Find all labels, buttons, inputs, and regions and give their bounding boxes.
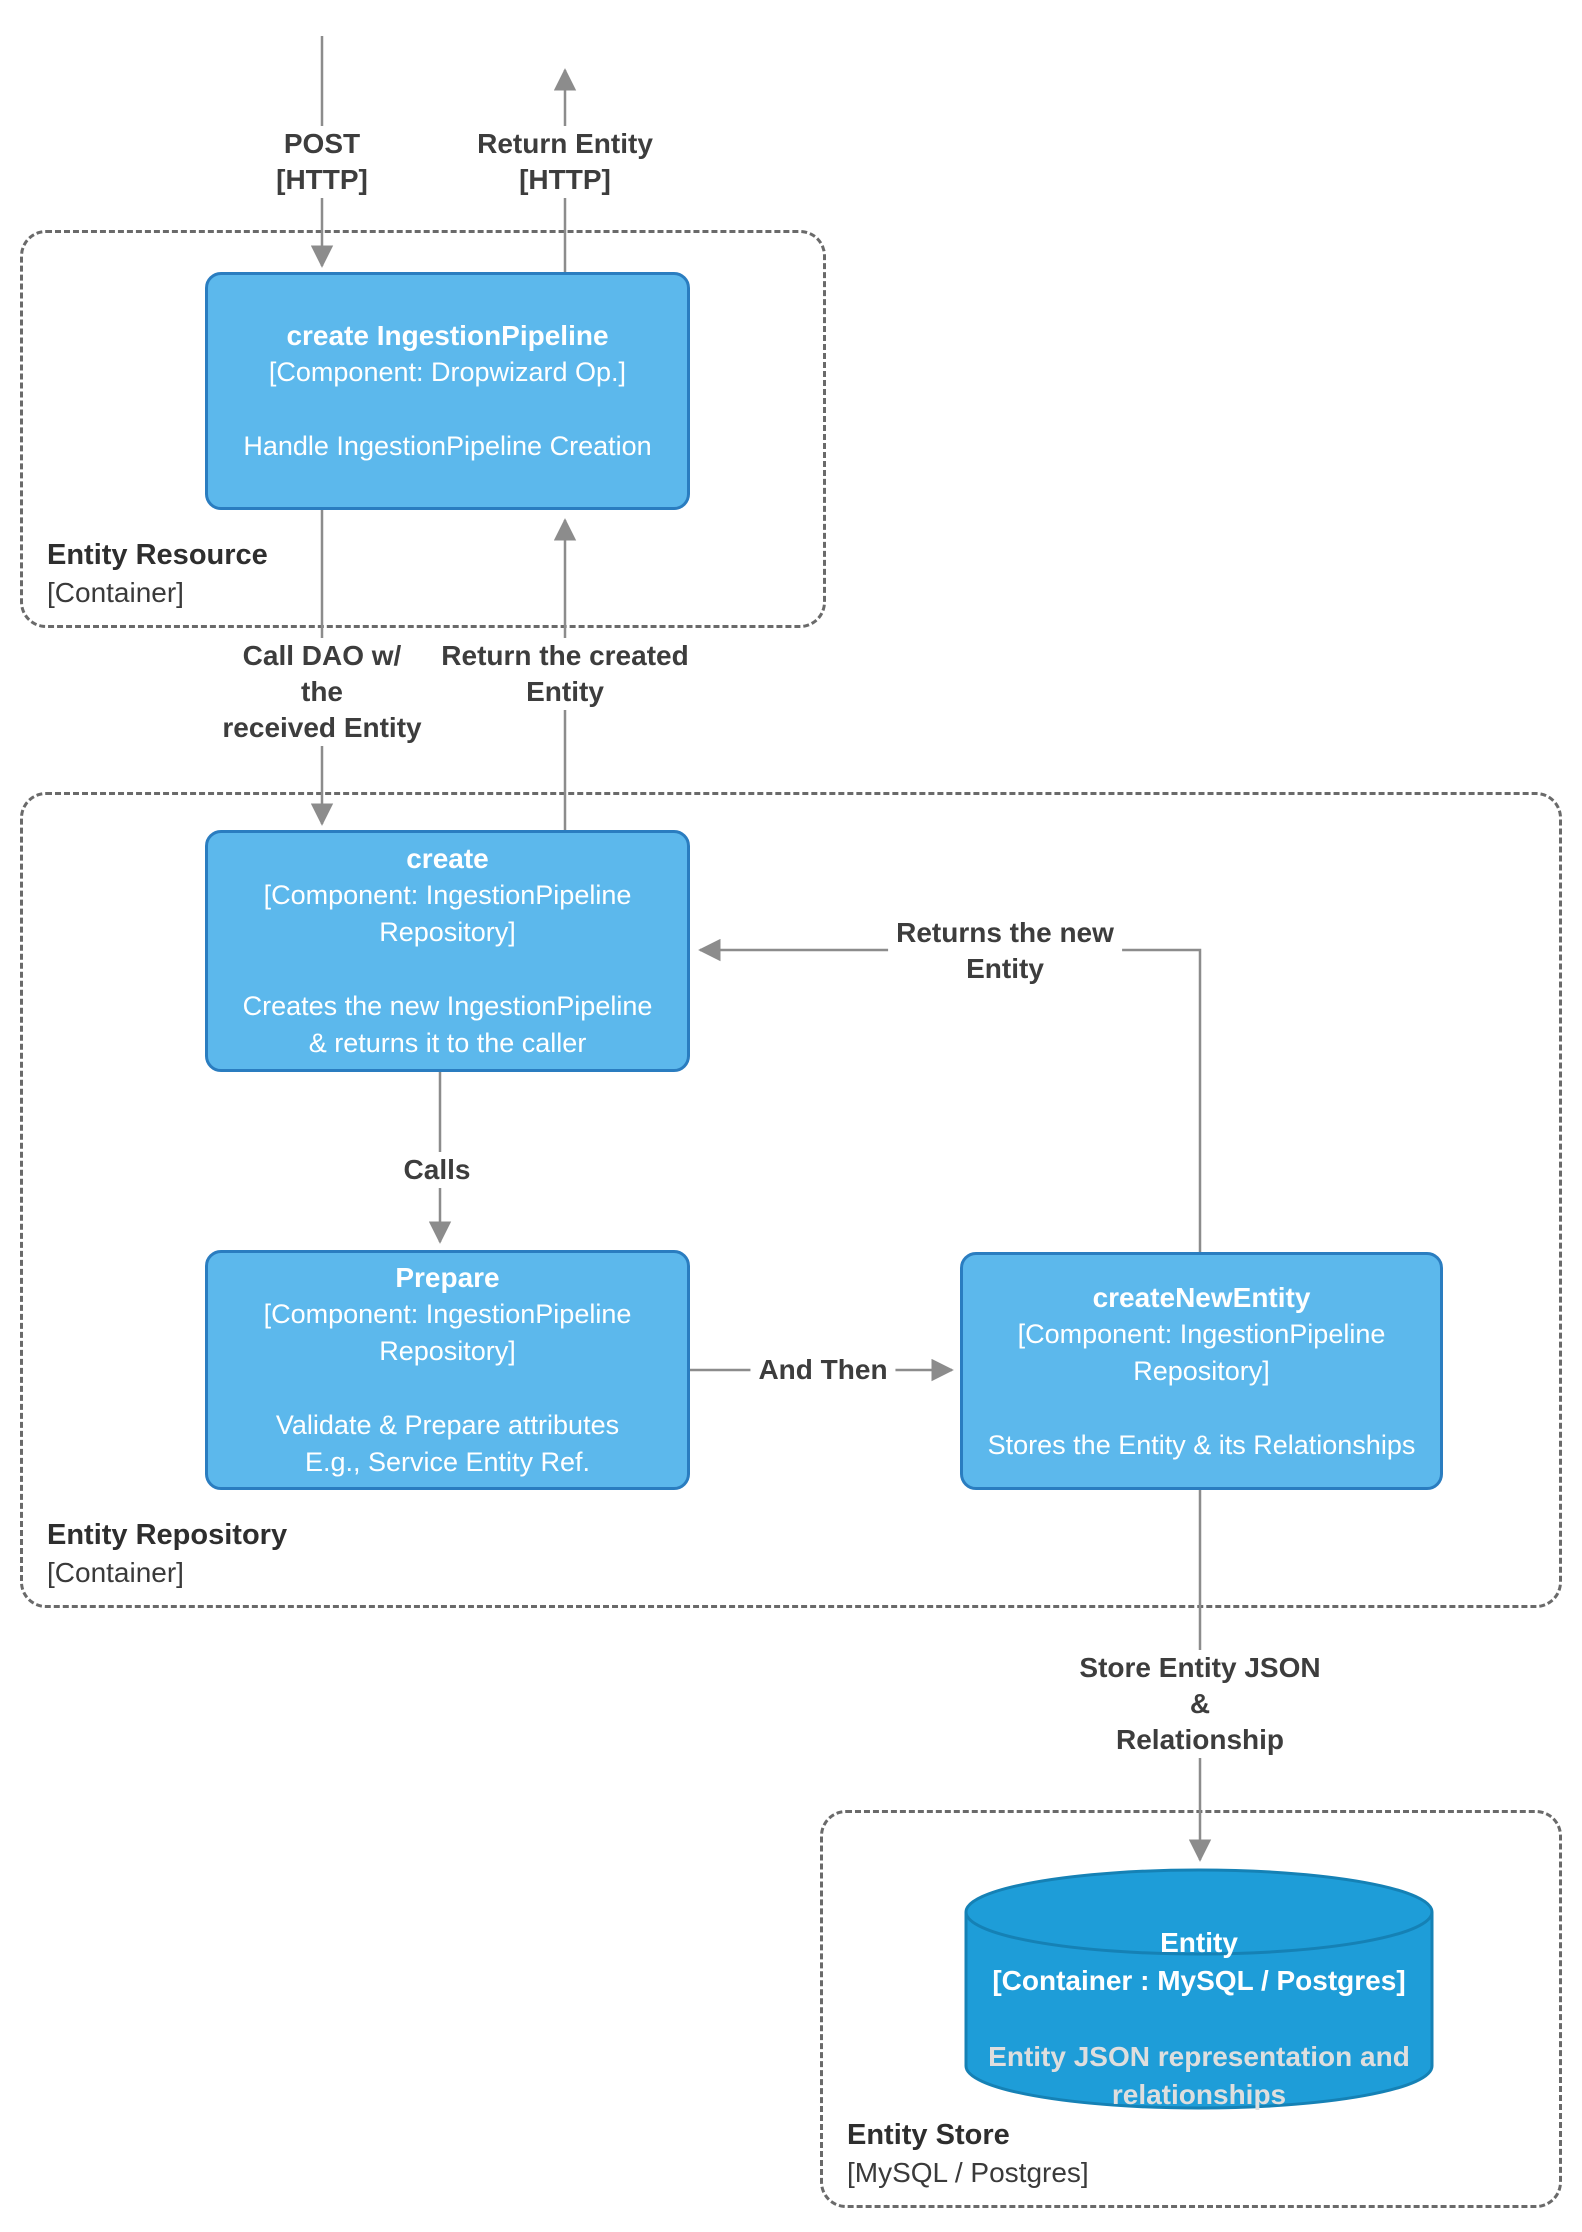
container-entity-resource-label: Entity Resource [Container] <box>47 537 268 611</box>
container-entity-resource: Entity Resource [Container] <box>20 230 826 628</box>
edge-label-line: Store Entity JSON <box>1079 1652 1321 1683</box>
edge-and-then-label: And Then <box>750 1352 896 1388</box>
node-description: Stores the Entity & its Relationships <box>987 1429 1416 1460</box>
node-meta: [Component: Dropwizard Op.] <box>268 357 627 387</box>
container-entity-store: Entity Store [MySQL / Postgres] <box>820 1810 1562 2208</box>
edge-label-line: POST <box>283 128 361 159</box>
database-cylinder-shape <box>964 1868 1434 2110</box>
edge-store-json-label: Store Entity JSON & Relationship <box>1071 1650 1329 1758</box>
edge-label-line: Entity <box>526 676 604 707</box>
container-entity-repository-label: Entity Repository [Container] <box>47 1517 287 1591</box>
node-title: createNewEntity <box>1092 1281 1311 1313</box>
node-description: & returns it to the caller <box>308 1028 587 1058</box>
edge-label-line: Return Entity <box>477 128 653 159</box>
spacer <box>963 2000 1435 2038</box>
edge-label-line: the <box>300 676 343 707</box>
container-title: Entity Store <box>847 2119 1010 2151</box>
node-create-new-entity: createNewEntity [Component: IngestionPip… <box>960 1252 1443 1490</box>
edge-returns-new-entity-arrow <box>698 938 1202 1252</box>
node-description: relationships <box>1111 2079 1287 2110</box>
node-create: create [Component: IngestionPipeline Rep… <box>205 830 690 1072</box>
container-entity-store-label: Entity Store [MySQL / Postgres] <box>847 2117 1089 2191</box>
edge-label-line: [HTTP] <box>276 164 368 195</box>
edge-label-line: Relationship <box>1115 1724 1285 1755</box>
container-entity-repository: Entity Repository [Container] <box>20 792 1562 1608</box>
node-meta: Repository] <box>379 1336 516 1366</box>
edge-returns-new-entity-label: Returns the new Entity <box>888 915 1122 987</box>
node-meta: Repository] <box>379 917 516 947</box>
edge-return-entity-label: Return Entity [HTTP] <box>469 126 661 198</box>
edge-label-line: Call DAO w/ <box>242 640 402 671</box>
edge-calls-label: Calls <box>395 1152 479 1188</box>
database-text: Entity [Container : MySQL / Postgres] En… <box>963 1868 1435 2114</box>
container-title: Entity Resource <box>47 539 268 571</box>
container-title: Entity Repository <box>47 1519 288 1551</box>
node-meta: [Component: IngestionPipeline <box>1017 1318 1386 1349</box>
node-entity-database: Entity [Container : MySQL / Postgres] En… <box>963 1868 1435 2113</box>
edge-label-line: [HTTP] <box>519 164 611 195</box>
edge-call-dao-label: Call DAO w/ the received Entity <box>214 638 430 746</box>
node-description: Creates the new IngestionPipeline <box>242 991 653 1021</box>
node-title: create IngestionPipeline <box>286 320 609 351</box>
container-subtitle: [Container] <box>47 1557 184 1588</box>
edge-post-label: POST [HTTP] <box>268 126 376 198</box>
edge-label-line: Returns the new <box>896 917 1114 948</box>
node-description: Validate & Prepare attributes <box>275 1410 620 1440</box>
node-description: Entity JSON representation and <box>988 2041 1410 2072</box>
node-prepare: Prepare [Component: IngestionPipeline Re… <box>205 1250 690 1490</box>
edge-label-line: Return the created <box>441 640 689 671</box>
edge-label-line: Calls <box>403 1154 471 1185</box>
edge-label-line: And Then <box>758 1354 888 1385</box>
node-title: create <box>406 843 489 874</box>
edge-label-line: received Entity <box>222 712 422 743</box>
node-title: Prepare <box>395 1262 500 1293</box>
edge-label-line: & <box>1189 1688 1211 1719</box>
node-meta: Repository] <box>1133 1355 1270 1386</box>
node-meta: [Container : MySQL / Postgres] <box>992 1965 1406 1996</box>
container-subtitle: [Container] <box>47 577 184 608</box>
edge-return-created-label: Return the created Entity <box>433 638 697 710</box>
node-meta: [Component: IngestionPipeline <box>263 880 632 910</box>
node-create-ingestion-pipeline: create IngestionPipeline [Component: Dro… <box>205 272 690 510</box>
node-title: Entity <box>1160 1927 1238 1958</box>
node-description: Handle IngestionPipeline Creation <box>243 431 652 461</box>
node-meta: [Component: IngestionPipeline <box>263 1299 632 1329</box>
container-subtitle: [MySQL / Postgres] <box>847 2157 1089 2188</box>
node-description: E.g., Service Entity Ref. <box>304 1447 591 1477</box>
edge-label-line: Entity <box>966 953 1044 984</box>
